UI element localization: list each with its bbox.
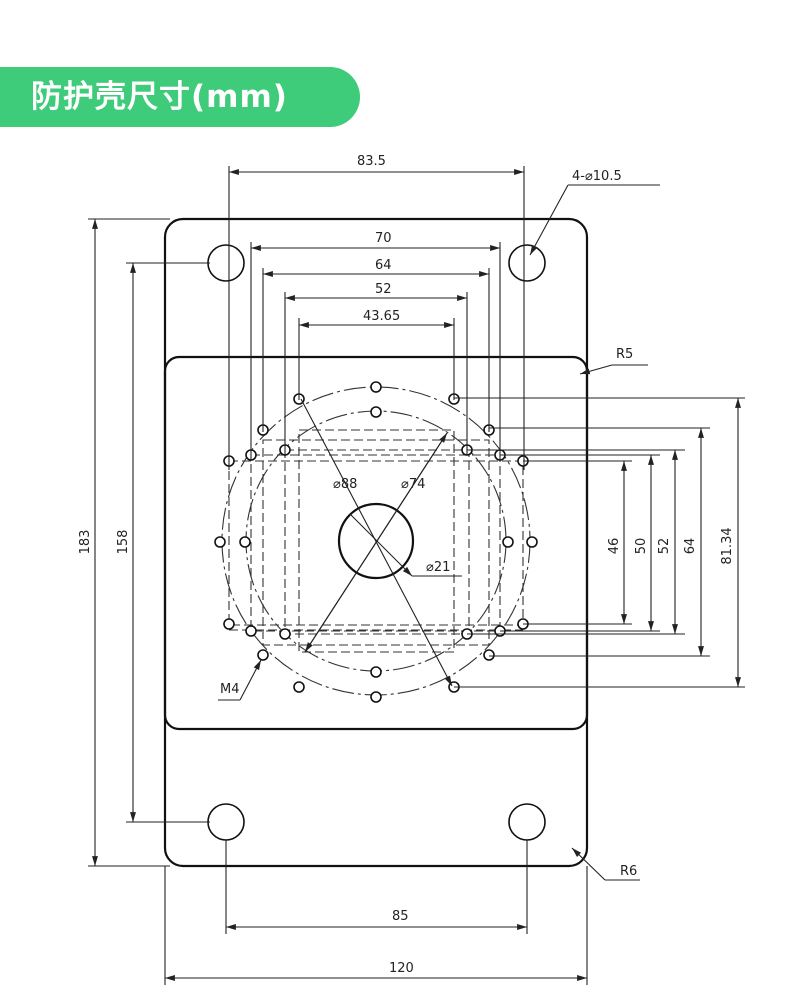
dim-overall-width: 120 (389, 961, 414, 976)
hole-pattern-rectangles (228, 429, 524, 653)
r5-callout (579, 364, 648, 375)
m4-callout (218, 659, 262, 701)
r6-callout (571, 847, 640, 881)
dim-top-hole-spacing: 83.5 (357, 154, 386, 169)
dim-pattern-52: 52 (375, 282, 392, 297)
dim-overall-height: 183 (78, 530, 93, 555)
header-badge: 防护壳尺寸(mm) (0, 67, 360, 127)
page-title: 防护壳尺寸(mm) (31, 79, 288, 115)
mounting-hole-bottom-left (207, 803, 245, 841)
dim-circle-74: ⌀74 (401, 477, 425, 492)
dim-right-52: 52 (657, 538, 672, 555)
dim-mount-hole-callout: 4-⌀10.5 (572, 169, 622, 184)
top-dimensions (228, 166, 525, 470)
mounting-hole-top-left (207, 244, 245, 282)
inner-panel (163, 355, 589, 731)
dim-right-50: 50 (634, 538, 649, 555)
dim-hole-vertical-spacing: 158 (116, 530, 131, 555)
left-dimensions (88, 218, 210, 867)
dim-pattern-70: 70 (375, 231, 392, 246)
right-dimensions (454, 397, 745, 688)
diameter-leaders (300, 398, 462, 687)
bottom-dimensions (164, 840, 588, 985)
dim-right-64: 64 (683, 538, 698, 555)
mounting-hole-top-right (508, 244, 546, 282)
dim-r5: R5 (616, 347, 633, 362)
dim-bottom-hole-spacing: 85 (392, 909, 409, 924)
dim-pattern-43-65: 43.65 (363, 309, 400, 324)
mount-hole-callout (529, 184, 660, 256)
dim-r6: R6 (620, 864, 637, 879)
dim-thread-m4: M4 (220, 682, 240, 697)
mounting-hole-bottom-right (508, 803, 546, 841)
dim-circle-88: ⌀88 (333, 477, 357, 492)
dim-right-46: 46 (607, 538, 622, 555)
center-hole (337, 502, 415, 580)
dim-right-81-34: 81.34 (720, 527, 735, 564)
dim-center-hole: ⌀21 (426, 560, 450, 575)
dim-pattern-64: 64 (375, 258, 392, 273)
